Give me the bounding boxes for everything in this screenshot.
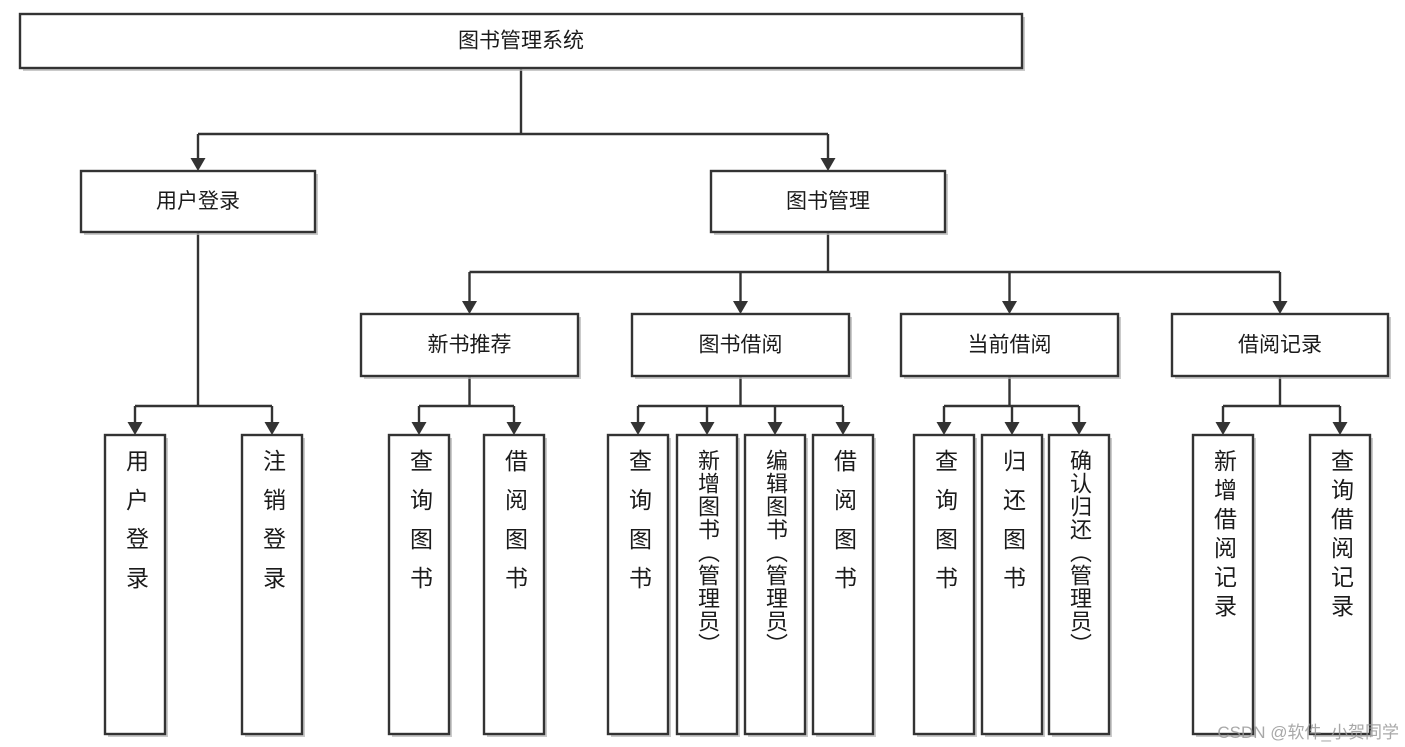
- node-box[interactable]: [606, 433, 670, 736]
- node-label: 用户登录: [156, 190, 240, 213]
- node-leaf-query-book-cur[interactable]: [912, 433, 977, 737]
- edge-group-book-borrow: [630, 376, 851, 435]
- node-box[interactable]: [709, 169, 947, 234]
- node-leaf-return-book[interactable]: [980, 433, 1045, 737]
- edge-arrow-head: [733, 301, 748, 314]
- edge-arrow-head: [411, 422, 427, 435]
- node-box[interactable]: [675, 433, 739, 736]
- edge-arrow-head: [1071, 422, 1087, 435]
- node-label: 图书借阅: [699, 334, 783, 357]
- edge-group-user-login: [127, 232, 280, 435]
- node-new-book-recommend[interactable]: 新书推荐: [359, 312, 581, 379]
- node-leaf-logout[interactable]: [240, 433, 305, 737]
- node-box[interactable]: [899, 312, 1120, 378]
- edge-arrow-head: [835, 422, 851, 435]
- node-root[interactable]: 图书管理系统: [18, 12, 1025, 71]
- node-box[interactable]: [1308, 433, 1372, 736]
- edge-group-borrow-record: [1215, 376, 1348, 435]
- node-box[interactable]: [482, 433, 546, 736]
- node-box[interactable]: [1191, 433, 1255, 736]
- node-box[interactable]: [811, 433, 875, 736]
- node-box[interactable]: [79, 169, 317, 234]
- edge-arrow-head: [264, 422, 280, 435]
- node-borrow-record[interactable]: 借阅记录: [1170, 312, 1391, 379]
- edges-layer: [127, 68, 1348, 435]
- node-label: 新书推荐: [428, 334, 512, 357]
- node-leaf-edit-book[interactable]: [743, 433, 808, 737]
- node-user-login[interactable]: 用户登录: [79, 169, 318, 235]
- node-current-borrow[interactable]: 当前借阅: [899, 312, 1121, 379]
- node-label: 图书管理: [786, 190, 870, 213]
- node-box[interactable]: [359, 312, 580, 378]
- edge-arrow-head: [506, 422, 522, 435]
- edge-group-new-book-recommend: [411, 376, 522, 435]
- node-box[interactable]: [387, 433, 451, 736]
- node-box[interactable]: [980, 433, 1044, 736]
- node-box[interactable]: [630, 312, 851, 378]
- node-box[interactable]: [1047, 433, 1111, 736]
- edge-arrow-head: [190, 158, 206, 171]
- edge-arrow-head: [699, 422, 715, 435]
- node-label: 借阅记录: [1238, 334, 1322, 357]
- node-leaf-borrow-book[interactable]: [811, 433, 876, 737]
- edge-arrow-head: [1002, 301, 1017, 314]
- node-leaf-confirm-return[interactable]: [1047, 433, 1112, 737]
- node-leaf-query-borrow-record[interactable]: [1308, 433, 1373, 737]
- node-box[interactable]: [18, 12, 1024, 70]
- edge-arrow-head: [1332, 422, 1348, 435]
- node-leaf-query-book-rec[interactable]: [387, 433, 452, 737]
- node-leaf-borrow-book-rec[interactable]: [482, 433, 547, 737]
- node-leaf-add-borrow-record[interactable]: [1191, 433, 1256, 737]
- edge-arrow-head: [1272, 301, 1288, 314]
- edge-group-root: [190, 68, 836, 171]
- edge-arrow-head: [1004, 422, 1020, 435]
- edge-arrow-head: [767, 422, 783, 435]
- node-leaf-user-login[interactable]: [103, 433, 168, 737]
- edge-group-book-manage: [462, 232, 1288, 314]
- edge-arrow-head: [820, 158, 836, 171]
- edge-arrow-head: [1215, 422, 1231, 435]
- node-leaf-add-book[interactable]: [675, 433, 740, 737]
- node-box[interactable]: [743, 433, 807, 736]
- edge-arrow-head: [462, 301, 477, 314]
- edge-arrow-head: [127, 422, 143, 435]
- edge-arrow-head: [630, 422, 646, 435]
- node-box[interactable]: [912, 433, 976, 736]
- node-book-borrow[interactable]: 图书借阅: [630, 312, 852, 379]
- edge-group-current-borrow: [936, 376, 1087, 435]
- node-book-manage[interactable]: 图书管理: [709, 169, 948, 235]
- node-box[interactable]: [240, 433, 304, 736]
- node-label: 图书管理系统: [458, 30, 584, 53]
- edge-arrow-head: [936, 422, 952, 435]
- node-leaf-query-book-borrow[interactable]: [606, 433, 671, 737]
- node-box[interactable]: [1170, 312, 1390, 378]
- node-label: 当前借阅: [968, 334, 1052, 357]
- node-box[interactable]: [103, 433, 167, 736]
